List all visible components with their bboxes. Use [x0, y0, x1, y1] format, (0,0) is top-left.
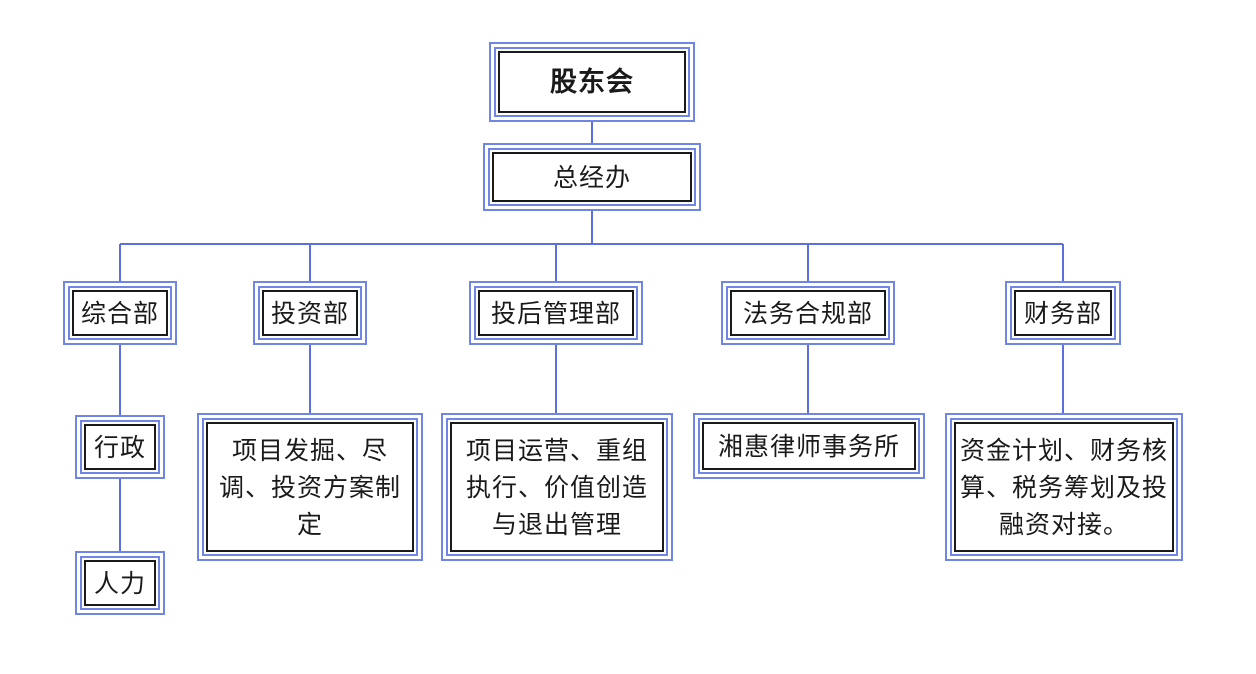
- node-label: 资金计划、财务核算、税务筹划及投融资对接。: [959, 435, 1168, 539]
- node-label: 总经办: [552, 162, 631, 192]
- node-label: 股东会: [550, 66, 634, 98]
- node-law-firm: 湘惠律师事务所: [698, 418, 920, 474]
- node-label: 项目运营、重组执行、价值创造与退出管理: [465, 435, 648, 539]
- node-dept-general-affairs: 综合部: [68, 286, 172, 340]
- node-investment-duties: 项目发掘、尽调、投资方案制定: [202, 418, 418, 556]
- node-label: 财务部: [1023, 298, 1102, 328]
- node-finance-duties: 资金计划、财务核算、税务筹划及投融资对接。: [950, 418, 1178, 556]
- node-label: 综合部: [80, 298, 159, 328]
- node-label: 湘惠律师事务所: [717, 431, 900, 461]
- node-label: 人力: [93, 568, 146, 598]
- node-human-resources: 人力: [80, 556, 160, 610]
- node-shareholders-meeting: 股东会: [494, 47, 690, 117]
- node-label: 法务合规部: [742, 298, 873, 328]
- node-dept-finance: 财务部: [1010, 286, 1116, 340]
- node-label: 投资部: [270, 298, 349, 328]
- node-label: 项目发掘、尽调、投资方案制定: [218, 435, 401, 539]
- node-dept-legal-compliance: 法务合规部: [726, 286, 890, 340]
- node-general-office: 总经办: [488, 148, 696, 206]
- node-dept-post-investment: 投后管理部: [474, 286, 638, 340]
- node-dept-investment: 投资部: [258, 286, 362, 340]
- node-post-investment-duties: 项目运营、重组执行、价值创造与退出管理: [446, 418, 668, 556]
- node-label: 行政: [93, 432, 146, 462]
- node-label: 投后管理部: [490, 298, 621, 328]
- node-administration: 行政: [80, 420, 160, 474]
